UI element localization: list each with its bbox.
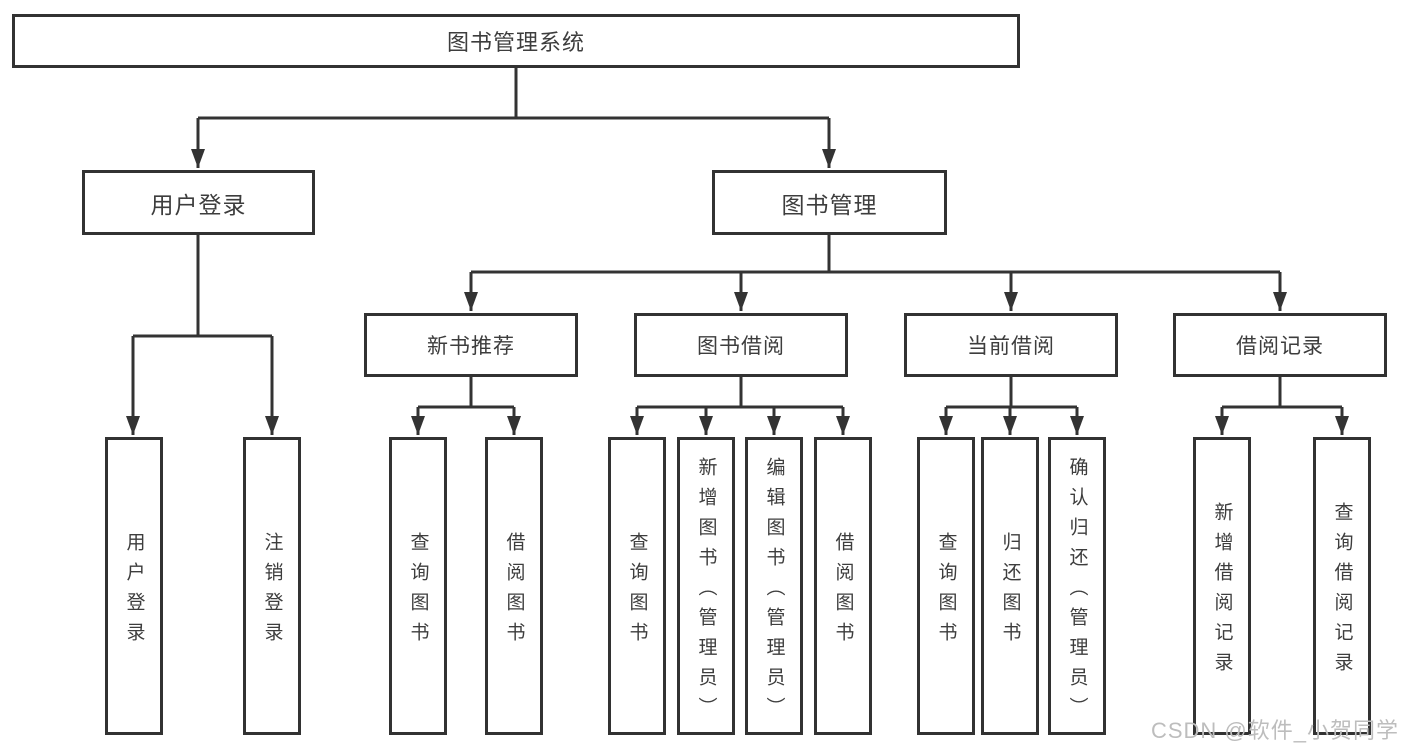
- node-leaf-logout: 注销登录: [243, 437, 301, 735]
- node-leaf-borrow-books-recommend: 借阅图书: [485, 437, 543, 735]
- node-leaf-query-books-current: 查询图书: [917, 437, 975, 735]
- watermark: CSDN @软件_小贺同学: [1150, 718, 1399, 743]
- node-book-management-module: 图书管理: [712, 170, 947, 235]
- node-current-borrowing: 当前借阅: [904, 313, 1118, 377]
- node-book-borrowing: 图书借阅: [634, 313, 848, 377]
- node-leaf-query-books-borrowing: 查询图书: [608, 437, 666, 735]
- node-new-book-recommendation: 新书推荐: [364, 313, 578, 377]
- node-leaf-user-login: 用户登录: [105, 437, 163, 735]
- node-leaf-edit-book-admin: 编辑图书（管理员）: [745, 437, 803, 735]
- node-leaf-borrow-books: 借阅图书: [814, 437, 872, 735]
- node-leaf-add-book-admin: 新增图书（管理员）: [677, 437, 735, 735]
- node-leaf-query-books-recommend: 查询图书: [389, 437, 447, 735]
- node-user-login-module: 用户登录: [82, 170, 315, 235]
- node-leaf-return-books: 归还图书: [981, 437, 1039, 735]
- node-leaf-confirm-return-admin: 确认归还（管理员）: [1048, 437, 1106, 735]
- node-borrowing-records: 借阅记录: [1173, 313, 1387, 377]
- node-library-management-system: 图书管理系统: [12, 14, 1020, 68]
- node-leaf-query-borrow-record: 查询借阅记录: [1313, 437, 1371, 735]
- node-leaf-add-borrow-record: 新增借阅记录: [1193, 437, 1251, 735]
